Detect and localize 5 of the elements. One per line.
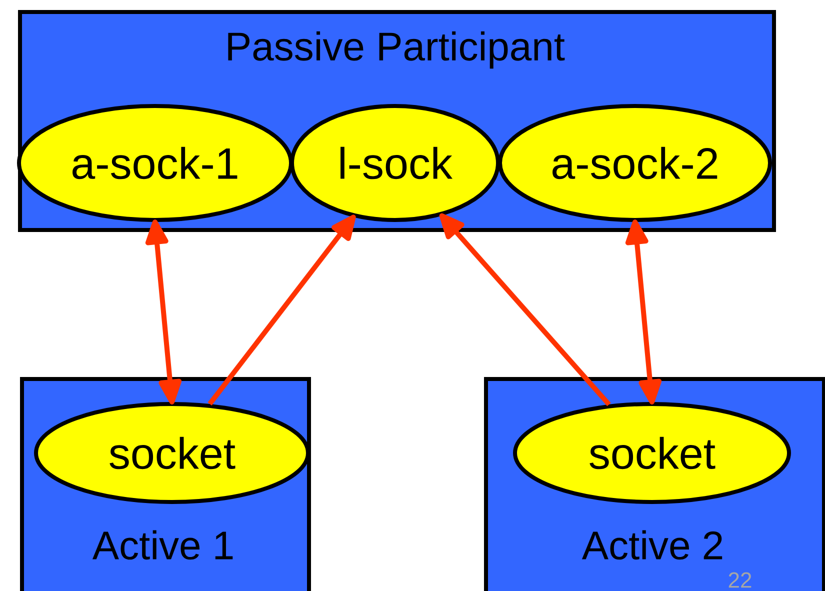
- page-number: 22: [728, 572, 752, 588]
- arrow: [625, 220, 662, 404]
- arrow: [145, 220, 182, 404]
- arrow: [439, 213, 612, 407]
- arrow: [207, 214, 356, 406]
